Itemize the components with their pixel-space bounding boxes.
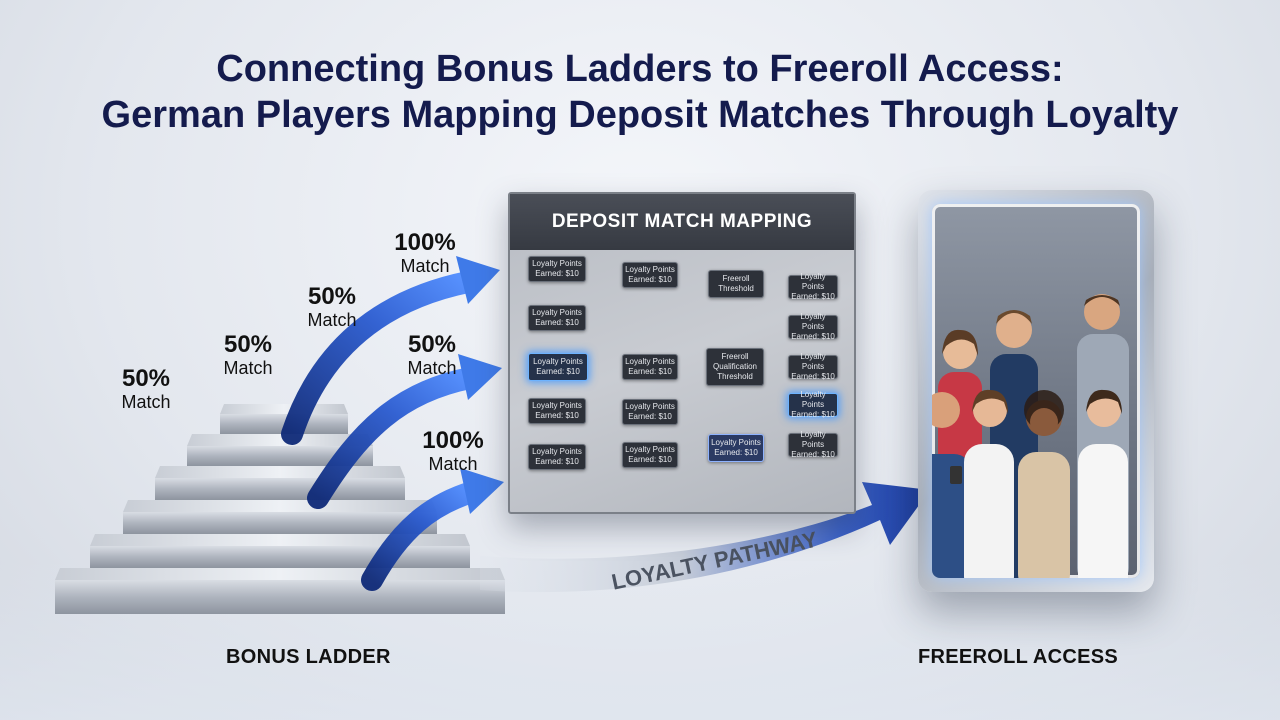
ladder-step-1 bbox=[55, 568, 505, 614]
portal-window bbox=[932, 204, 1140, 578]
mapping-node-r4: Loyalty Points Earned: $10 bbox=[788, 390, 838, 419]
bonus-ladder-pyramid bbox=[55, 404, 505, 614]
mapping-node-r5: Loyalty Points Earned: $10 bbox=[788, 430, 838, 459]
player-figure bbox=[1018, 390, 1070, 578]
mapping-node-r3: Loyalty Points Earned: $10 bbox=[788, 352, 838, 381]
match-label-3: 50% Match bbox=[307, 283, 357, 331]
title-line-1: Connecting Bonus Ladders to Freeroll Acc… bbox=[216, 48, 1064, 90]
ladder-step-3 bbox=[123, 500, 437, 534]
title-line-2: German Players Mapping Deposit Matches T… bbox=[101, 94, 1179, 136]
freeroll-access-portal bbox=[918, 190, 1154, 592]
ladder-step-5 bbox=[187, 434, 373, 466]
bonus-ladder-label: BONUS LADDER bbox=[226, 646, 391, 668]
mapping-node-m2: Loyalty Points Earned: $10 bbox=[622, 354, 678, 380]
ladder-step-4 bbox=[155, 466, 405, 500]
mapping-node-c3: Loyalty Points Earned: $10 bbox=[708, 434, 764, 462]
arrow-lower-head bbox=[460, 468, 504, 514]
freeroll-access-label: FREEROLL ACCESS bbox=[918, 646, 1119, 668]
mapping-node-l1: Loyalty Points Earned: $10 bbox=[528, 256, 586, 282]
player-figure bbox=[1078, 389, 1128, 578]
freeroll-qualification-threshold-node: Freeroll Qualification Threshold bbox=[706, 348, 764, 386]
arrow-middle bbox=[307, 367, 481, 509]
match-label-6: 100% Match bbox=[422, 427, 484, 475]
mapping-node-l2: Loyalty Points Earned: $10 bbox=[528, 305, 586, 331]
mapping-node-m3: Loyalty Points Earned: $10 bbox=[622, 399, 678, 425]
arrow-middle-head bbox=[458, 354, 502, 400]
mapping-node-m1: Loyalty Points Earned: $10 bbox=[622, 262, 678, 288]
mapping-node-r1: Loyalty Points Earned: $10 bbox=[788, 272, 838, 301]
mapping-node-l5: Loyalty Points Earned: $10 bbox=[528, 444, 586, 470]
arrow-upper bbox=[281, 271, 479, 445]
match-arrows bbox=[281, 256, 504, 591]
player-figure bbox=[964, 389, 1014, 578]
mapping-node-l4: Loyalty Points Earned: $10 bbox=[528, 398, 586, 424]
player-group-illustration bbox=[932, 294, 1129, 578]
match-label-4: 100% Match bbox=[394, 229, 456, 277]
mapping-node-m4: Loyalty Points Earned: $10 bbox=[622, 442, 678, 468]
freeroll-threshold-node: Freeroll Threshold bbox=[708, 270, 764, 298]
match-label-1: 50% Match bbox=[121, 365, 171, 413]
match-label-5: 50% Match bbox=[407, 331, 457, 379]
mapping-node-l3: Loyalty Points Earned: $10 bbox=[528, 353, 588, 381]
match-label-2: 50% Match bbox=[223, 331, 273, 379]
page-title: Connecting Bonus Ladders to Freeroll Acc… bbox=[0, 46, 1280, 138]
arrow-lower bbox=[361, 481, 483, 591]
arrow-upper-head bbox=[456, 256, 500, 304]
panel-heading: DEPOSIT MATCH MAPPING bbox=[510, 194, 854, 250]
mapping-node-r2: Loyalty Points Earned: $10 bbox=[788, 312, 838, 341]
player-figure bbox=[932, 392, 972, 578]
